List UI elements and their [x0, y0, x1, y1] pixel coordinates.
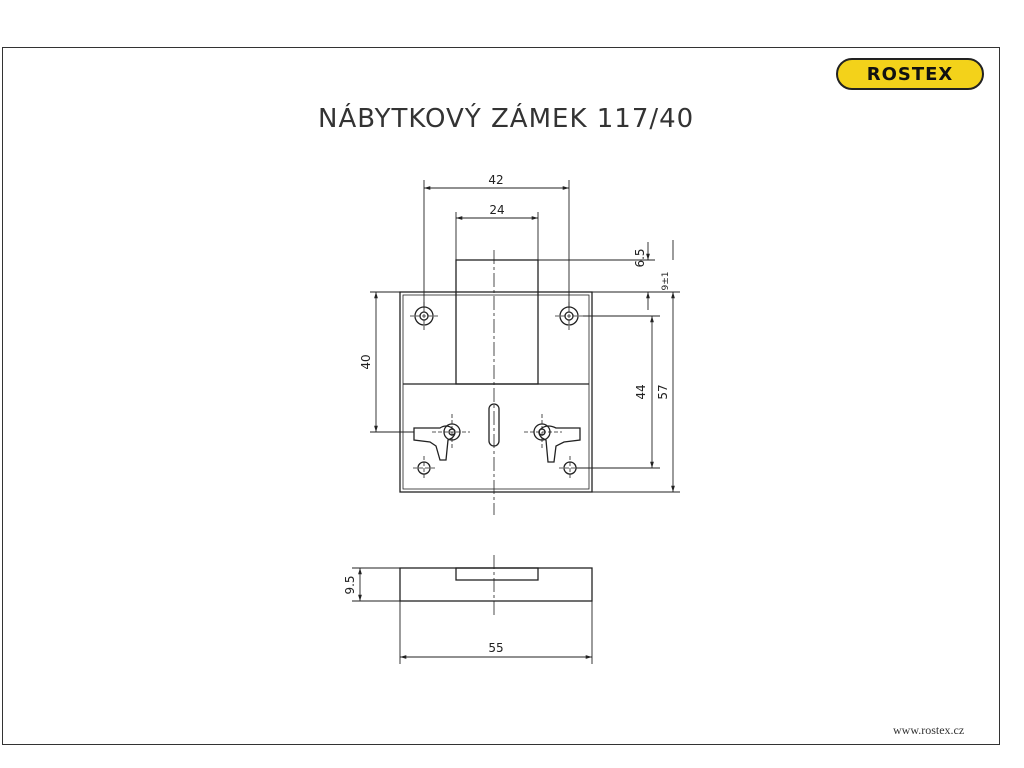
footer-url: www.rostex.cz: [893, 723, 965, 737]
dim-6-5: 6.5: [633, 248, 647, 267]
lower-left-hole: [413, 456, 435, 480]
front-view: [399, 250, 593, 515]
rostex-logo: ROSTEX: [836, 58, 984, 90]
dim-55: 55: [488, 641, 503, 655]
side-view: [399, 555, 593, 615]
dim-9-5: 9.5: [343, 575, 357, 594]
dim-57: 57: [656, 384, 670, 399]
side-dimension-lines: [352, 567, 593, 664]
dimension-lines: [370, 180, 680, 493]
right-lever: [524, 414, 581, 463]
drawing-frame: [2, 47, 1000, 745]
dim-44: 44: [634, 384, 648, 399]
dim-24: 24: [489, 203, 504, 217]
lock-plate: [399, 291, 593, 493]
lock-bolt: [455, 259, 539, 385]
logo-text: ROSTEX: [866, 63, 954, 85]
dim-40: 40: [359, 354, 373, 369]
dim-42: 42: [488, 173, 503, 187]
side-body: [399, 567, 593, 602]
dim-9-tolerance: 9±1: [661, 272, 671, 291]
drawing-title: NÁBYTKOVÝ ZÁMEK 117/40: [318, 104, 695, 134]
side-slot: [455, 567, 539, 581]
left-lever: [413, 414, 470, 461]
